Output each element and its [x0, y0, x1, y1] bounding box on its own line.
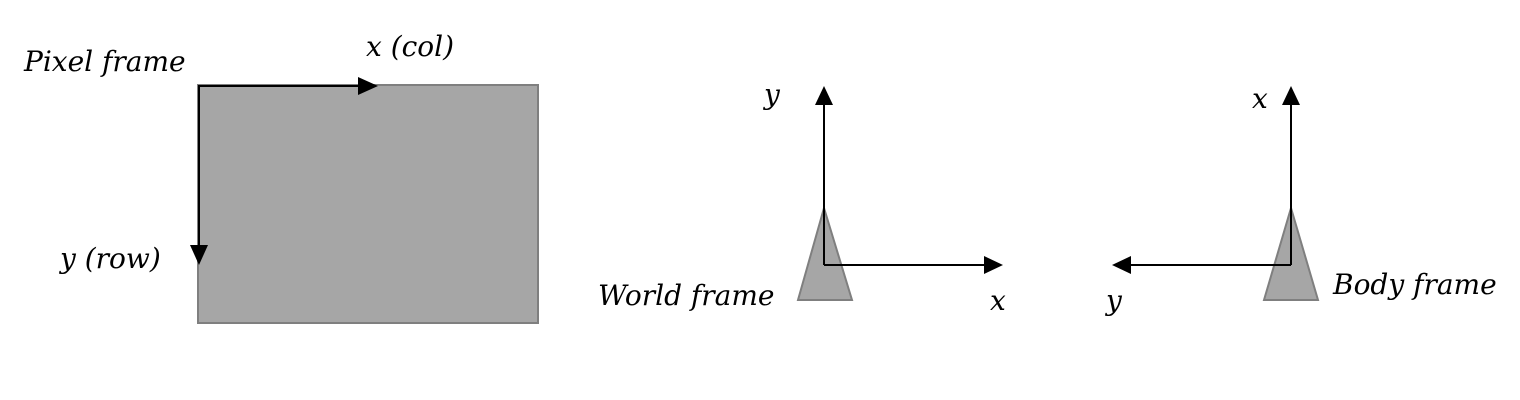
world-frame-title: World frame: [598, 279, 774, 312]
pixel-y-arrowhead: [190, 245, 208, 265]
world-y-axis-label: y: [762, 78, 781, 111]
world-y-arrowhead: [815, 86, 833, 105]
pixel-frame-title: Pixel frame: [23, 45, 186, 78]
body-y-arrowhead: [1112, 256, 1131, 274]
pixel-x-axis-label: x (col): [366, 30, 454, 63]
body-y-axis-label: y: [1104, 284, 1123, 317]
world-x-axis-label: x: [990, 284, 1006, 317]
pixel-x-arrowhead: [358, 77, 378, 95]
image-rectangle: [197, 84, 539, 324]
world-frame-group: World frame y x: [598, 78, 1006, 317]
body-x-axis-label: x: [1252, 82, 1268, 115]
pixel-y-axis-label: y (row): [58, 242, 161, 275]
body-frame-group: Body frame x y: [1104, 82, 1497, 317]
world-x-arrowhead: [984, 256, 1003, 274]
body-x-arrowhead: [1282, 86, 1300, 105]
pixel-frame-group: Pixel frame x (col) y (row): [23, 30, 539, 324]
body-frame-title: Body frame: [1332, 268, 1497, 301]
